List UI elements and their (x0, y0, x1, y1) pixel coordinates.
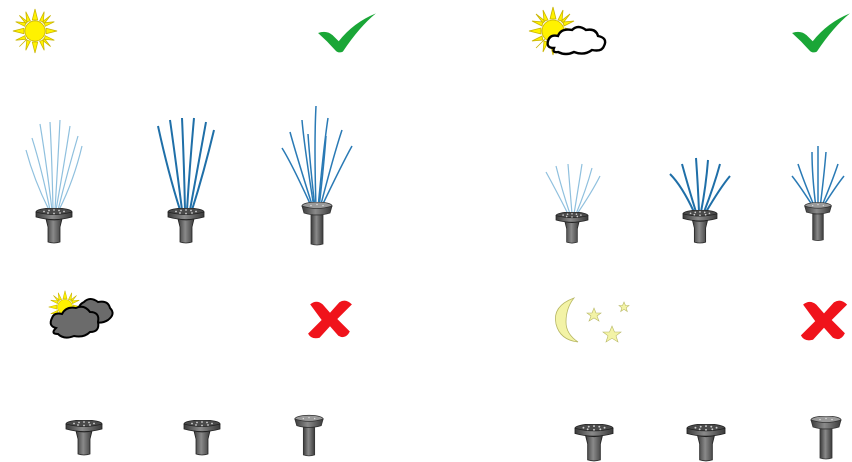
fountain-short-thick-spray-icon (668, 156, 732, 244)
nozzle-off-icon (808, 416, 844, 460)
fountain-tall-spray-icon (280, 104, 354, 246)
check-icon (790, 12, 852, 54)
cross-icon (798, 298, 850, 342)
fountain-thick-spray-icon (154, 112, 218, 244)
sun-behind-cloud-icon (528, 6, 612, 60)
nozzle-off-icon (292, 414, 326, 458)
sun-icon (12, 8, 58, 54)
nozzle-off-icon (682, 424, 730, 462)
nozzle-off-icon (64, 420, 104, 456)
moon-and-stars-icon (548, 294, 638, 350)
cross-icon (306, 298, 354, 340)
fountain-short-mixed-spray-icon (790, 146, 846, 242)
sun-behind-dark-clouds-icon (46, 290, 114, 340)
fountain-thin-spray-icon (22, 110, 86, 244)
nozzle-off-icon (182, 420, 222, 456)
check-icon (316, 12, 378, 54)
fountain-short-thin-spray-icon (542, 160, 602, 244)
nozzle-off-icon (570, 424, 618, 462)
